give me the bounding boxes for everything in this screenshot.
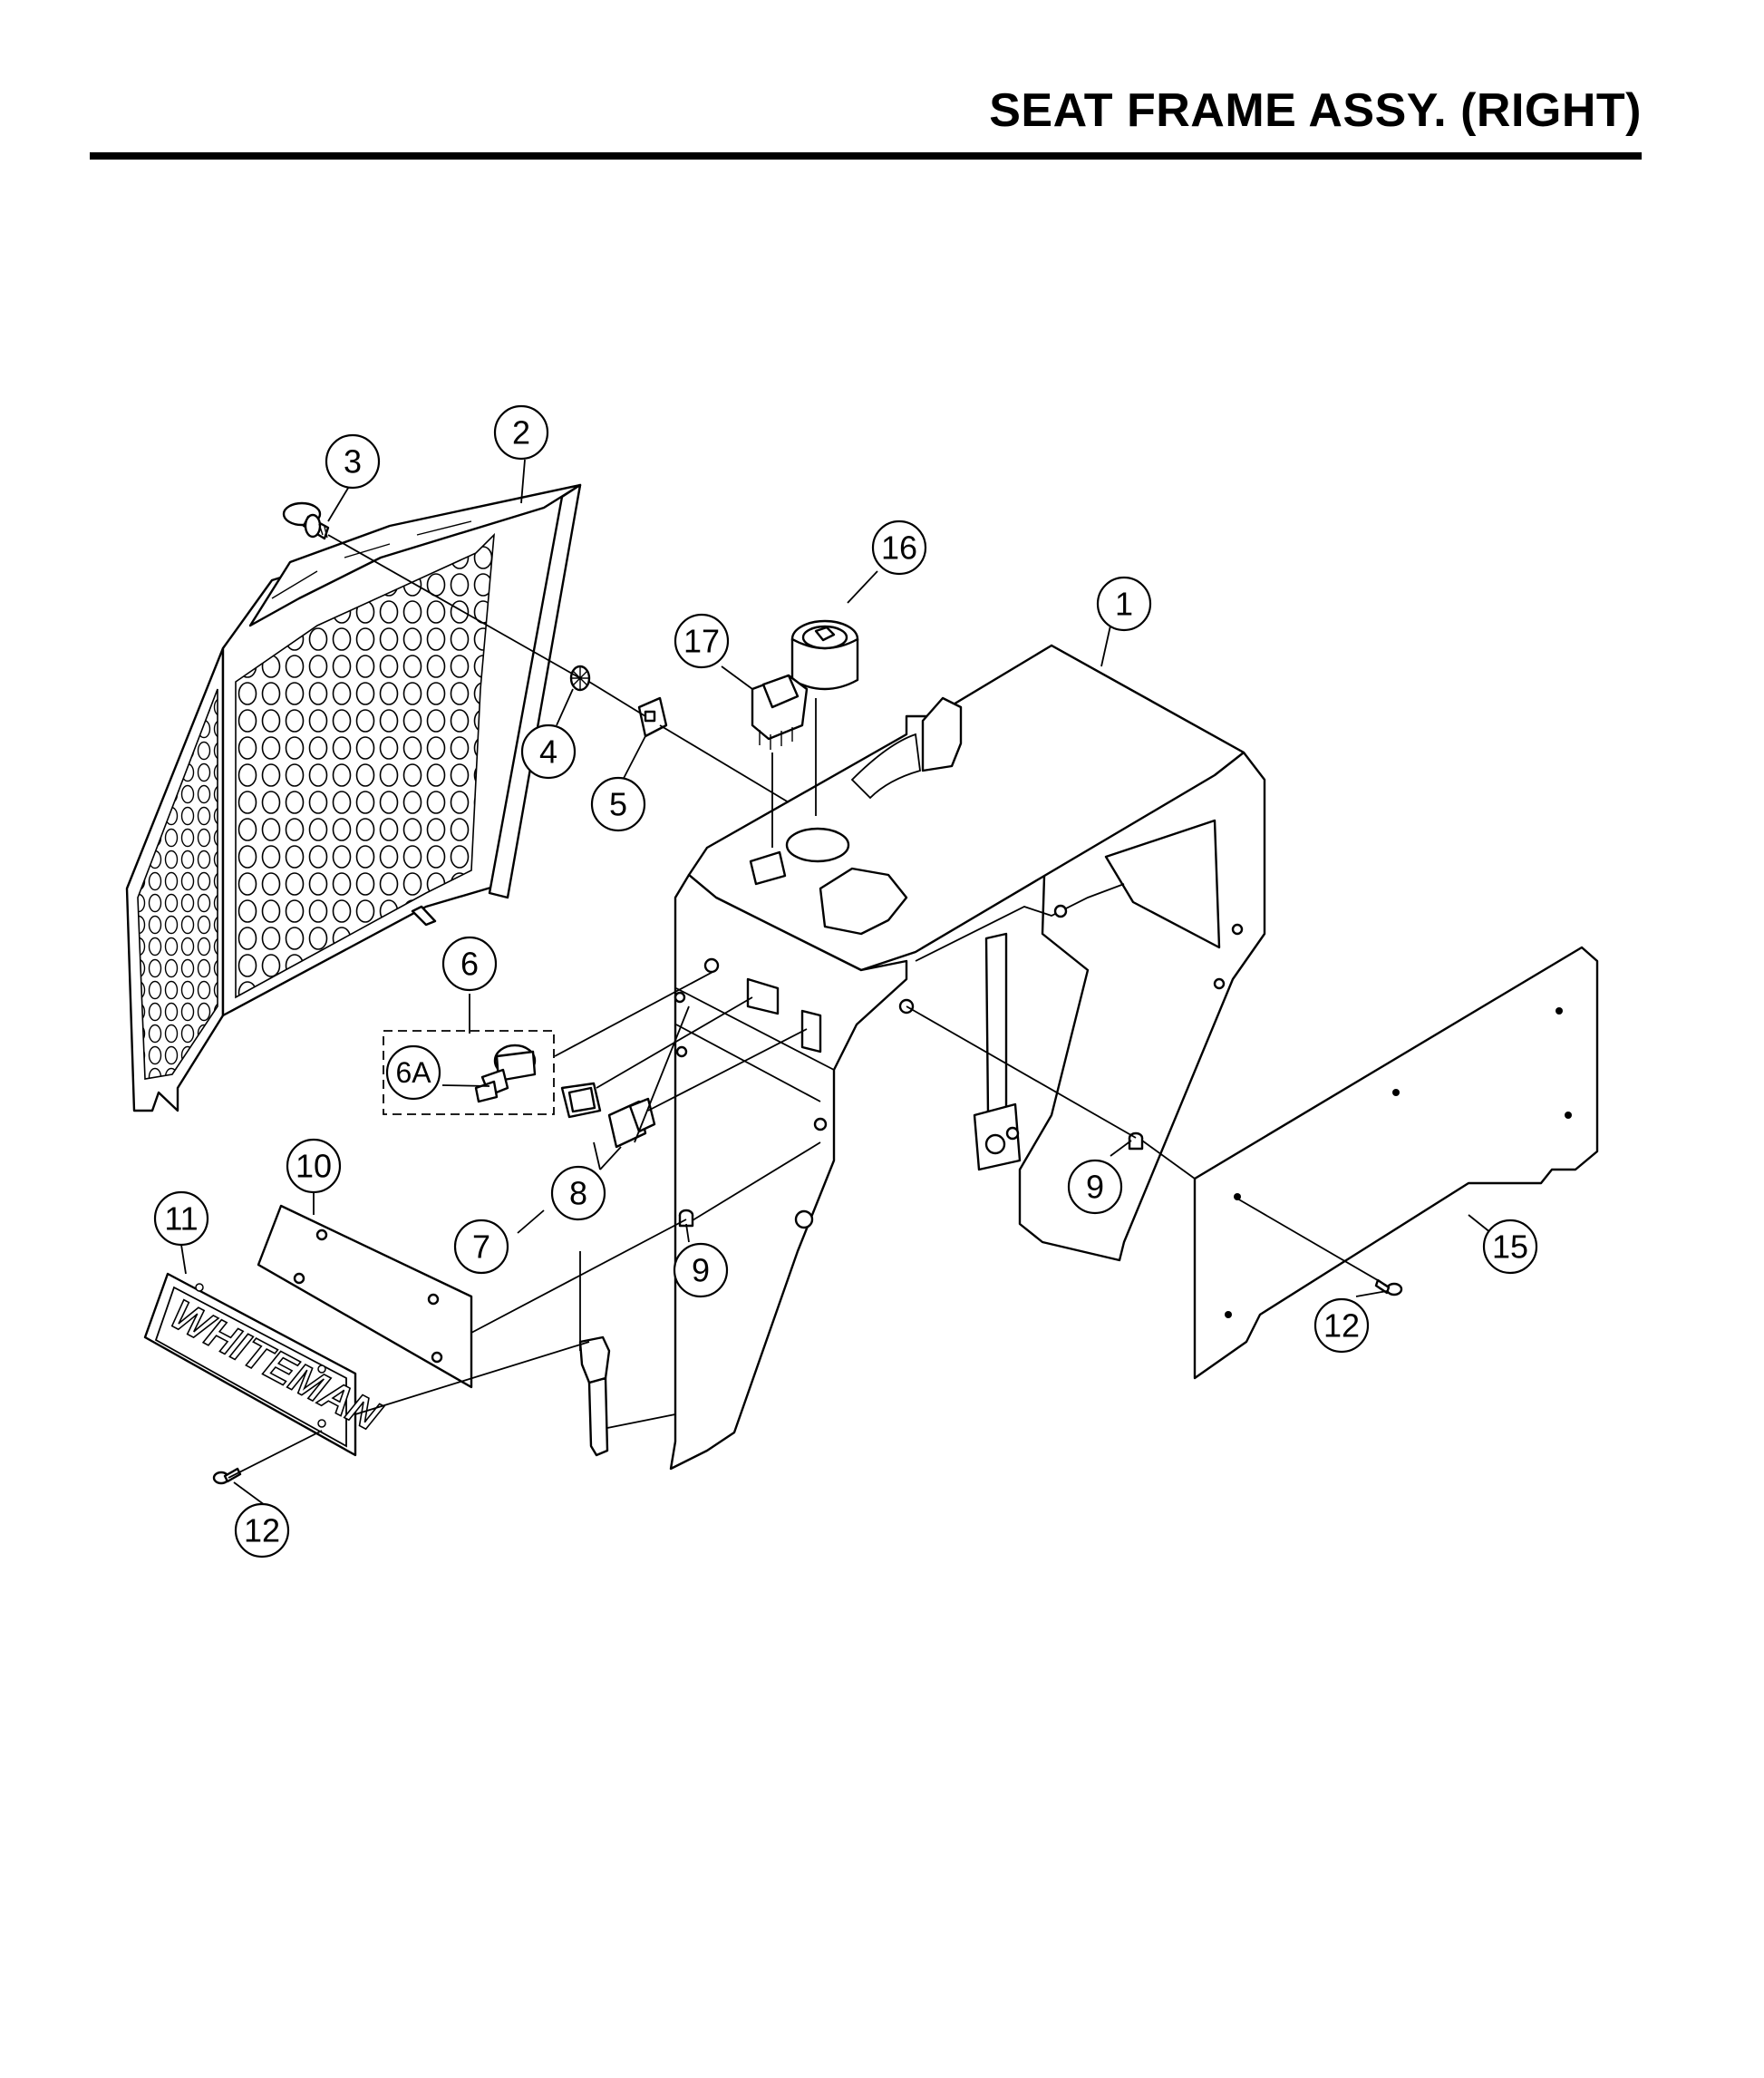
svg-text:5: 5 bbox=[609, 786, 627, 823]
backing-plate-part bbox=[257, 1204, 473, 1389]
callout-4: 4 bbox=[520, 723, 577, 780]
svg-text:2: 2 bbox=[512, 414, 530, 452]
callout-9-right: 9 bbox=[1067, 1159, 1123, 1215]
svg-text:15: 15 bbox=[1492, 1228, 1528, 1266]
svg-text:9: 9 bbox=[1086, 1169, 1104, 1206]
svg-text:17: 17 bbox=[683, 623, 720, 660]
svg-text:9: 9 bbox=[692, 1252, 710, 1289]
svg-text:3: 3 bbox=[344, 443, 362, 481]
callout-1: 1 bbox=[1096, 576, 1152, 632]
callout-12-left: 12 bbox=[234, 1502, 290, 1558]
knob-screw-part bbox=[282, 501, 330, 540]
seat-screen-part bbox=[125, 483, 582, 1112]
callout-2: 2 bbox=[493, 404, 549, 461]
svg-text:11: 11 bbox=[164, 1200, 198, 1238]
gauge-part bbox=[790, 619, 859, 816]
page-title: SEAT FRAME ASSY. (RIGHT) bbox=[989, 84, 1642, 137]
callout-5: 5 bbox=[590, 776, 646, 832]
svg-text:8: 8 bbox=[569, 1175, 587, 1212]
callout-12-right: 12 bbox=[1313, 1297, 1370, 1354]
ignition-switch-part bbox=[383, 1030, 555, 1115]
callout-10: 10 bbox=[286, 1138, 342, 1194]
svg-text:12: 12 bbox=[1323, 1307, 1360, 1345]
callout-15: 15 bbox=[1482, 1219, 1538, 1275]
callout-9-left: 9 bbox=[673, 1242, 729, 1298]
svg-text:12: 12 bbox=[244, 1512, 280, 1549]
title-rule bbox=[90, 152, 1642, 160]
svg-text:10: 10 bbox=[296, 1148, 332, 1185]
callout-11: 11 bbox=[153, 1190, 209, 1247]
side-panel-part bbox=[1193, 946, 1599, 1380]
svg-text:6A: 6A bbox=[395, 1056, 431, 1089]
callout-17: 17 bbox=[674, 613, 730, 669]
rocker-switches-part bbox=[607, 1097, 656, 1149]
callout-6a: 6A bbox=[385, 1044, 441, 1101]
callout-3: 3 bbox=[325, 433, 381, 490]
callout-7: 7 bbox=[453, 1219, 509, 1275]
svg-text:4: 4 bbox=[539, 733, 557, 771]
seat-frame-part bbox=[578, 644, 1266, 1471]
svg-text:16: 16 bbox=[881, 529, 917, 567]
callout-8: 8 bbox=[550, 1165, 606, 1221]
svg-text:6: 6 bbox=[460, 946, 479, 983]
svg-text:7: 7 bbox=[472, 1228, 490, 1266]
svg-text:1: 1 bbox=[1115, 586, 1133, 623]
callout-16: 16 bbox=[871, 520, 927, 576]
bracket-part bbox=[637, 696, 668, 738]
rocker-switch-part bbox=[751, 674, 809, 848]
connector-part bbox=[560, 1082, 602, 1119]
callout-6: 6 bbox=[441, 936, 498, 992]
assembly-lines bbox=[228, 534, 1388, 1479]
